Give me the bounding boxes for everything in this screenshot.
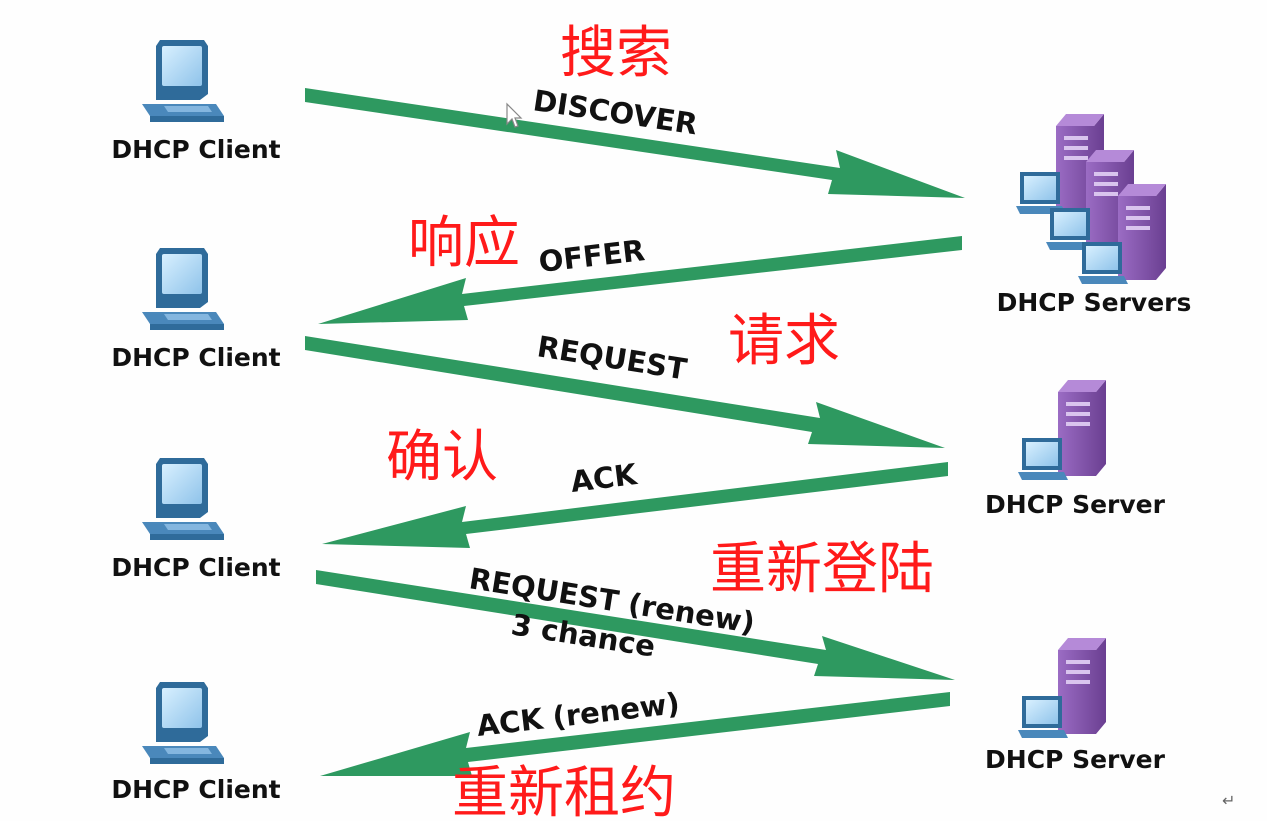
computer-icon <box>142 682 224 764</box>
zh-label-ack-renew: 重新租约 <box>452 761 676 821</box>
computer-icon <box>142 248 224 330</box>
client-label-3: DHCP Client <box>111 553 280 582</box>
server-label-3: DHCP Server <box>985 745 1166 774</box>
server-label-1: DHCP Servers <box>997 288 1192 317</box>
client-label-4: DHCP Client <box>111 775 280 804</box>
server-icon <box>1018 380 1106 480</box>
arrow-ack <box>322 462 948 548</box>
server-icon <box>1016 114 1166 284</box>
zh-label-offer: 响应 <box>408 211 520 276</box>
computer-icon <box>142 40 224 122</box>
client-label-1: DHCP Client <box>111 135 280 164</box>
arrow-ack-renew <box>320 692 950 776</box>
arrow-request <box>305 336 945 448</box>
client-label-2: DHCP Client <box>111 343 280 372</box>
arrow-offer <box>318 236 962 324</box>
server-label-2: DHCP Server <box>985 490 1166 519</box>
return-glyph: ↵ <box>1222 791 1235 810</box>
arrow-discover <box>305 88 965 198</box>
zh-label-discover: 搜索 <box>560 21 672 86</box>
zh-label-ack: 确认 <box>386 425 498 490</box>
msg-label-offer: OFFER <box>537 233 647 279</box>
computer-icon <box>142 458 224 540</box>
arrows <box>305 88 965 776</box>
msg-label-ack: ACK <box>569 457 640 499</box>
arrow-request-renew <box>316 570 955 680</box>
server-icon <box>1018 638 1106 738</box>
zh-label-request-renew: 重新登陆 <box>710 537 934 602</box>
zh-label-request: 请求 <box>728 309 840 374</box>
mouse-cursor-icon <box>506 102 523 128</box>
